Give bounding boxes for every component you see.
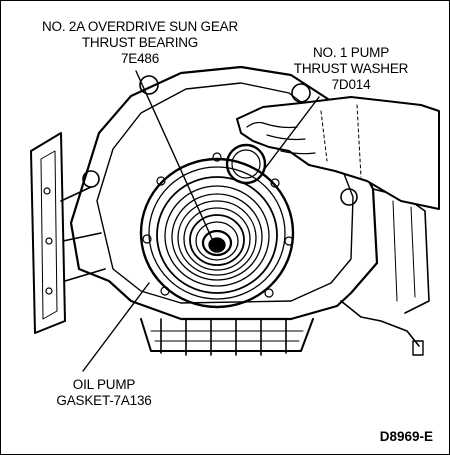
leader-sun-gear: [135, 70, 214, 242]
leader-pump-washer: [262, 96, 320, 172]
oil-pan: [140, 318, 314, 352]
boss-right: [340, 188, 358, 206]
label-oil-pump-gasket: OIL PUMP GASKET-7A136: [56, 377, 152, 408]
bell-housing: [69, 65, 379, 321]
left-bracket: [30, 132, 66, 334]
hand: [236, 96, 440, 210]
pump-rings: [139, 157, 295, 309]
leader-gasket: [82, 282, 150, 372]
thrust-washer: [225, 143, 267, 185]
wire-harness: [340, 300, 420, 347]
boss-top-left: [139, 75, 159, 95]
figure-code: D8969-E: [379, 429, 433, 444]
bell-housing-inner: [96, 82, 354, 304]
label-sun-gear-thrust-bearing: NO. 2A OVERDRIVE SUN GEAR THRUST BEARING…: [41, 19, 239, 66]
label-pump-thrust-washer: NO. 1 PUMP THRUST WASHER 7D014: [293, 45, 409, 92]
pump-bolts: [142, 152, 294, 298]
